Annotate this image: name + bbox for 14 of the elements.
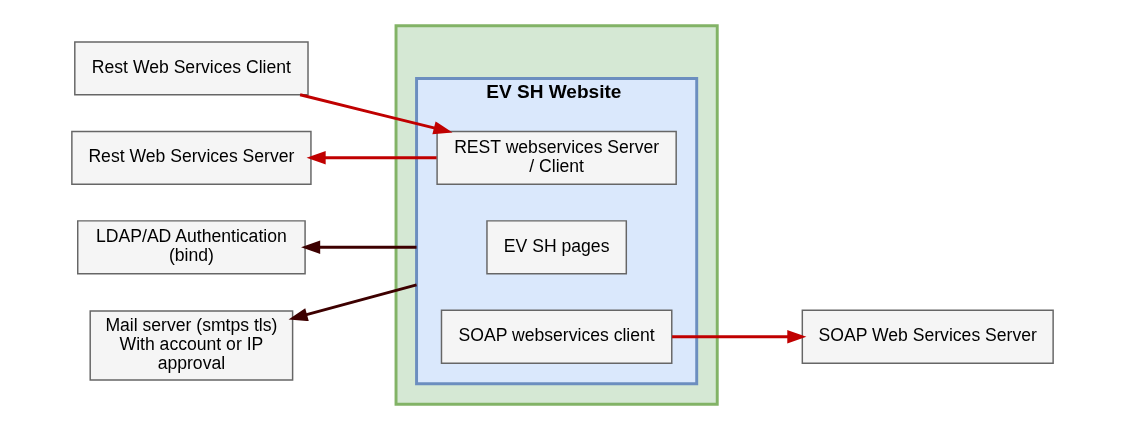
arrow <box>301 240 417 254</box>
node-box: SOAP Web Services Server <box>801 309 1054 364</box>
arrow <box>299 93 453 135</box>
arrow <box>672 330 807 344</box>
node-box: REST webservices Server / Client <box>436 130 677 185</box>
node-box: EV SH pages <box>486 220 628 275</box>
node-box: LDAP/AD Authentication (bind) <box>77 220 306 275</box>
node-box: SOAP webservices client <box>440 309 673 364</box>
node-box: Rest Web Services Server <box>71 130 312 185</box>
arrow <box>288 283 417 322</box>
arrow <box>306 151 437 165</box>
node-box: Rest Web Services Client <box>74 41 309 96</box>
node-box: Mail server (smtps tls) With account or IP approval <box>89 310 294 381</box>
cluster <box>394 24 719 406</box>
